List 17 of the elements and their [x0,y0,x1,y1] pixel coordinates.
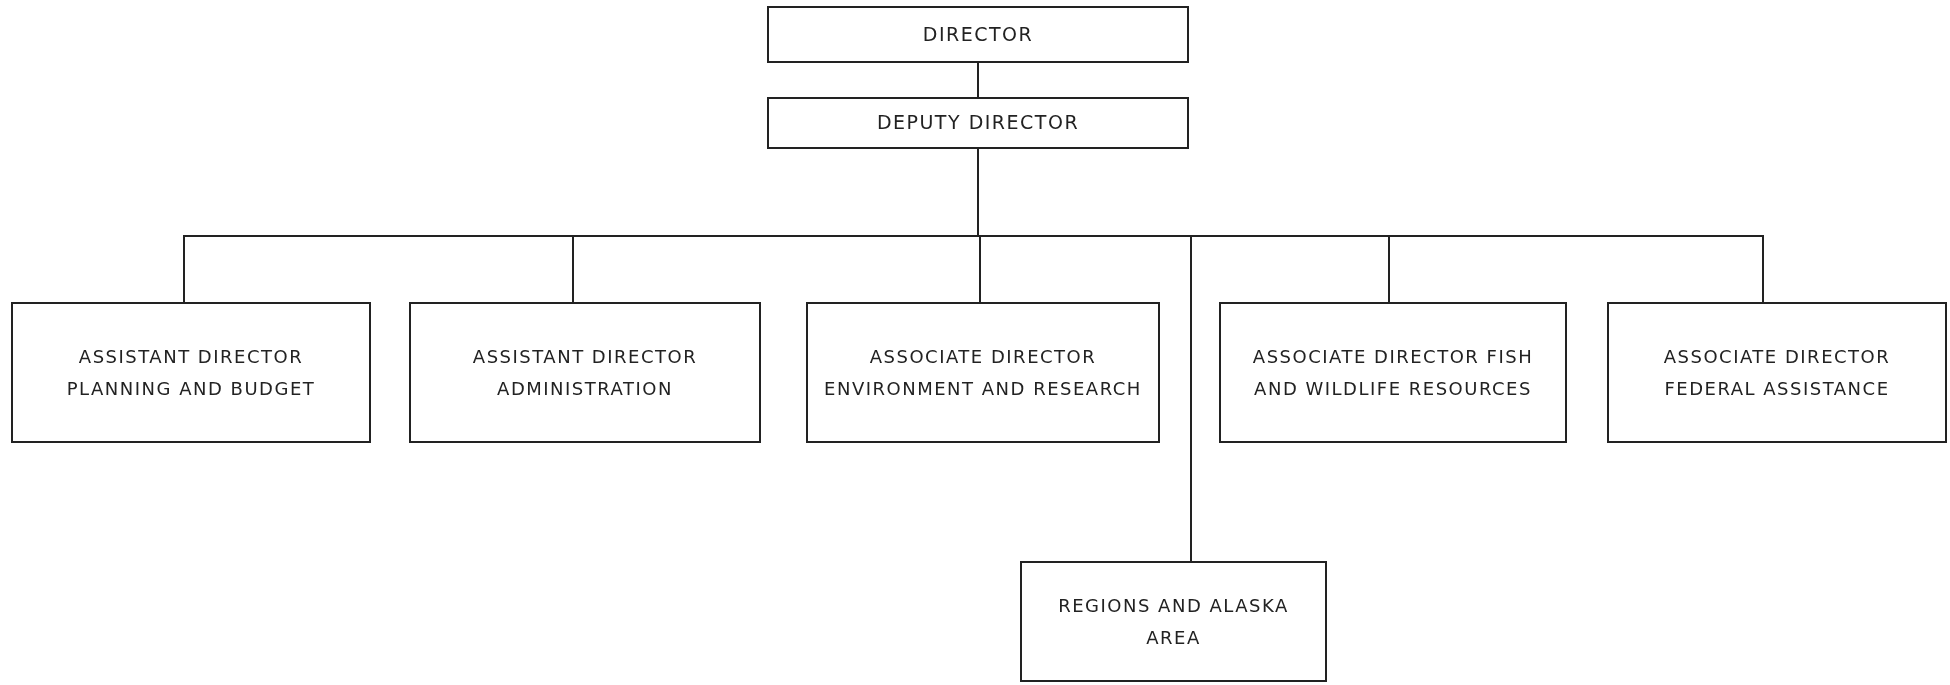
box-label: ASSOCIATE DIRECTOR ENVIRONMENT AND RESEARCH [823,345,1143,401]
box-label: ASSOCIATE DIRECTOR FEDERAL ASSISTANCE [1662,345,1892,401]
box-label: DIRECTOR [922,21,1034,47]
org-box [767,97,1189,149]
box-label: REGIONS AND ALASKA AREA [1057,594,1290,650]
connector-line [977,62,979,98]
box-label: ASSISTANT DIRECTOR PLANNING AND BUDGET [65,345,317,401]
org-box [806,302,1160,443]
org-box [767,6,1189,63]
org-box [409,302,761,443]
box-label: ASSISTANT DIRECTOR ADMINISTRATION [471,345,699,401]
org-box [1219,302,1567,443]
box-label: DEPUTY DIRECTOR [876,110,1080,136]
org-box [1607,302,1947,443]
box-label: ASSOCIATE DIRECTOR FISH AND WILDLIFE RESOURCES [1251,345,1535,401]
org-box [11,302,371,443]
org-box [1020,561,1327,682]
